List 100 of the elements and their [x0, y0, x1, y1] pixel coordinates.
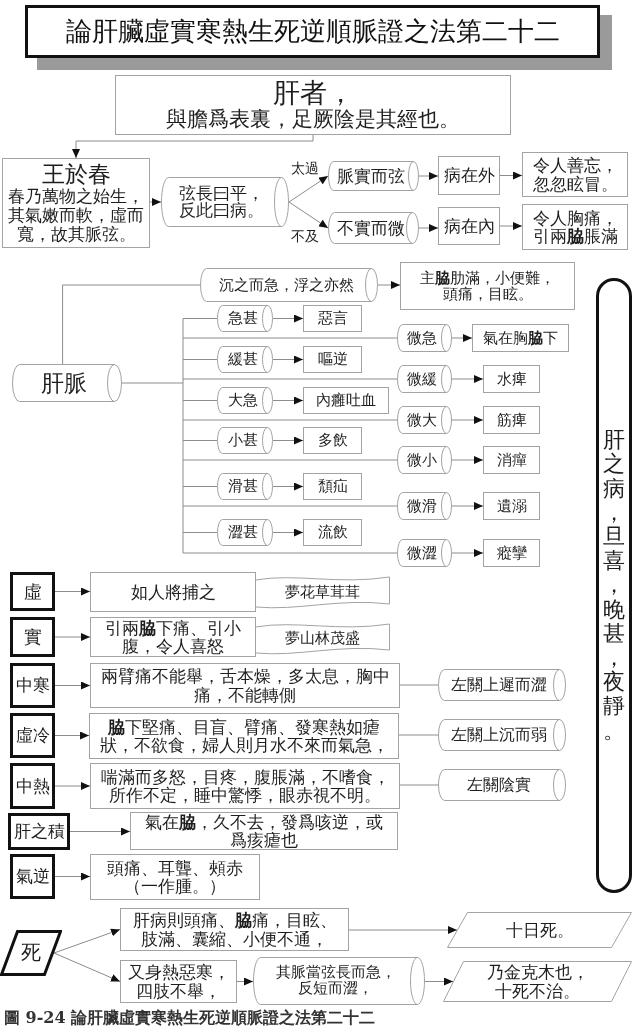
node-text: 頹疝	[317, 478, 348, 495]
node-text: 大急	[227, 392, 258, 409]
connector-line	[182, 337, 398, 339]
caption: 圖 9-24 論肝臟虛實寒熱生死逆順脈證之法第二十二	[4, 1008, 376, 1028]
category-box	[10, 617, 55, 657]
edge-label: 不及	[290, 229, 320, 245]
connector-line	[182, 552, 398, 554]
arrow	[54, 782, 91, 790]
text-box	[303, 473, 362, 500]
node-text: 微急	[407, 329, 437, 347]
node-text: 滑甚	[227, 478, 258, 495]
node-text: 中寒	[15, 676, 50, 695]
text-box	[483, 446, 540, 474]
node-text: 十日死。	[505, 920, 574, 940]
node-text: 急甚	[227, 310, 258, 327]
text-box	[400, 262, 575, 310]
node-text: 澀甚	[227, 524, 258, 541]
node-text: 中熱	[15, 776, 50, 796]
node-text: 夢花草茸茸	[285, 583, 360, 601]
node-text: 肝病則頭痛、脇痛，目眩、肢滿、囊縮、小便不通，	[131, 911, 338, 948]
text-box	[522, 152, 628, 197]
connector-line	[399, 684, 439, 686]
node-text: 瘲攣	[496, 544, 527, 562]
arrow	[451, 549, 484, 557]
connector-line	[121, 318, 184, 554]
text-box	[90, 663, 400, 708]
node-text: 實	[23, 627, 42, 647]
node-text: 多飲	[317, 432, 348, 449]
arrow	[418, 172, 439, 180]
heading-text: 肝者，	[272, 78, 354, 109]
arrow	[451, 456, 484, 464]
text-box	[90, 763, 400, 809]
node-text: 筋痺	[496, 411, 527, 429]
node-text: 頭痛、耳聾、頰赤（一作腫。）	[106, 858, 244, 896]
node-text: 肝之積	[13, 822, 65, 841]
node-text: 虛	[23, 581, 42, 602]
connector-line	[182, 400, 218, 401]
arrow	[54, 872, 91, 881]
node-text: 其脈當弦長而急，反短而澀，	[275, 965, 396, 997]
text-box	[483, 492, 540, 520]
arrow	[418, 224, 439, 232]
node-text: 虛冷	[15, 726, 50, 745]
node-text: 令人善忘，忽忽眩冒。	[531, 156, 619, 193]
node-text: 氣逆	[15, 867, 50, 886]
connector-line	[182, 532, 218, 533]
category-box	[10, 854, 55, 899]
text-box	[90, 617, 256, 657]
category-box	[10, 713, 55, 758]
text-box	[303, 519, 362, 546]
node-text: 嘔逆	[317, 351, 348, 368]
connector-line	[182, 318, 218, 319]
text-box	[438, 156, 500, 195]
node-text: 流飲	[317, 524, 348, 541]
arrow	[149, 198, 162, 206]
node-text: 微小	[407, 451, 437, 469]
text-box	[483, 365, 540, 393]
connector-line	[398, 734, 439, 736]
node-text: 引兩脇下痛、引小腹，令人喜怒	[104, 618, 242, 656]
text-box	[120, 960, 237, 1003]
text-box	[303, 305, 362, 332]
node-text: 惡言	[317, 310, 348, 327]
arrow	[236, 977, 254, 986]
arrow	[272, 314, 304, 323]
node-text: 病在內	[443, 216, 495, 236]
node-text: 春乃萬物之始生，其氣嫩而軟，虛而寬，故其脈弦。	[7, 187, 145, 245]
text-box	[483, 406, 540, 434]
node-text: 微滑	[407, 497, 437, 515]
arrow	[272, 396, 304, 405]
rounded-panel	[596, 278, 632, 893]
node-text: 緩甚	[227, 351, 258, 368]
node-text: 沉之而急，浮之亦然	[218, 276, 354, 294]
arrow	[272, 528, 304, 537]
connector-line	[399, 784, 439, 786]
node-text: 與膽爲表裏，足厥陰是其經也。	[166, 108, 460, 132]
edge-label: 太過	[290, 161, 320, 177]
arrow	[72, 134, 314, 159]
connector-line	[182, 359, 218, 360]
arrow	[53, 928, 121, 954]
node-text: 左關上沉而弱	[451, 726, 547, 744]
arrow	[377, 281, 401, 289]
node-text: 主脇肋滿，小便難，頭痛，目眩。	[419, 269, 556, 303]
arrow	[288, 175, 329, 203]
text-box	[483, 539, 540, 567]
node-text: 又身熱惡寒，四肢不舉，	[126, 963, 231, 1000]
arrow	[451, 334, 473, 342]
node-text: 肝脈	[40, 370, 87, 396]
arrow	[69, 827, 131, 836]
connector-line	[182, 505, 398, 507]
category-box	[10, 763, 55, 809]
connector-line	[62, 284, 201, 365]
arrow	[451, 502, 484, 510]
text-box	[120, 908, 349, 951]
arrow	[451, 416, 484, 424]
arrow	[54, 587, 91, 596]
node-text: 喘滿而多怒，目疼，腹脹滿，不嗜食，所作不定，睡中驚悸，眼赤視不明。	[99, 767, 391, 805]
connector-line	[182, 440, 218, 441]
text-box	[303, 427, 362, 454]
text-box	[90, 572, 256, 612]
node-text: 小甚	[227, 432, 258, 449]
text-box	[472, 324, 569, 352]
